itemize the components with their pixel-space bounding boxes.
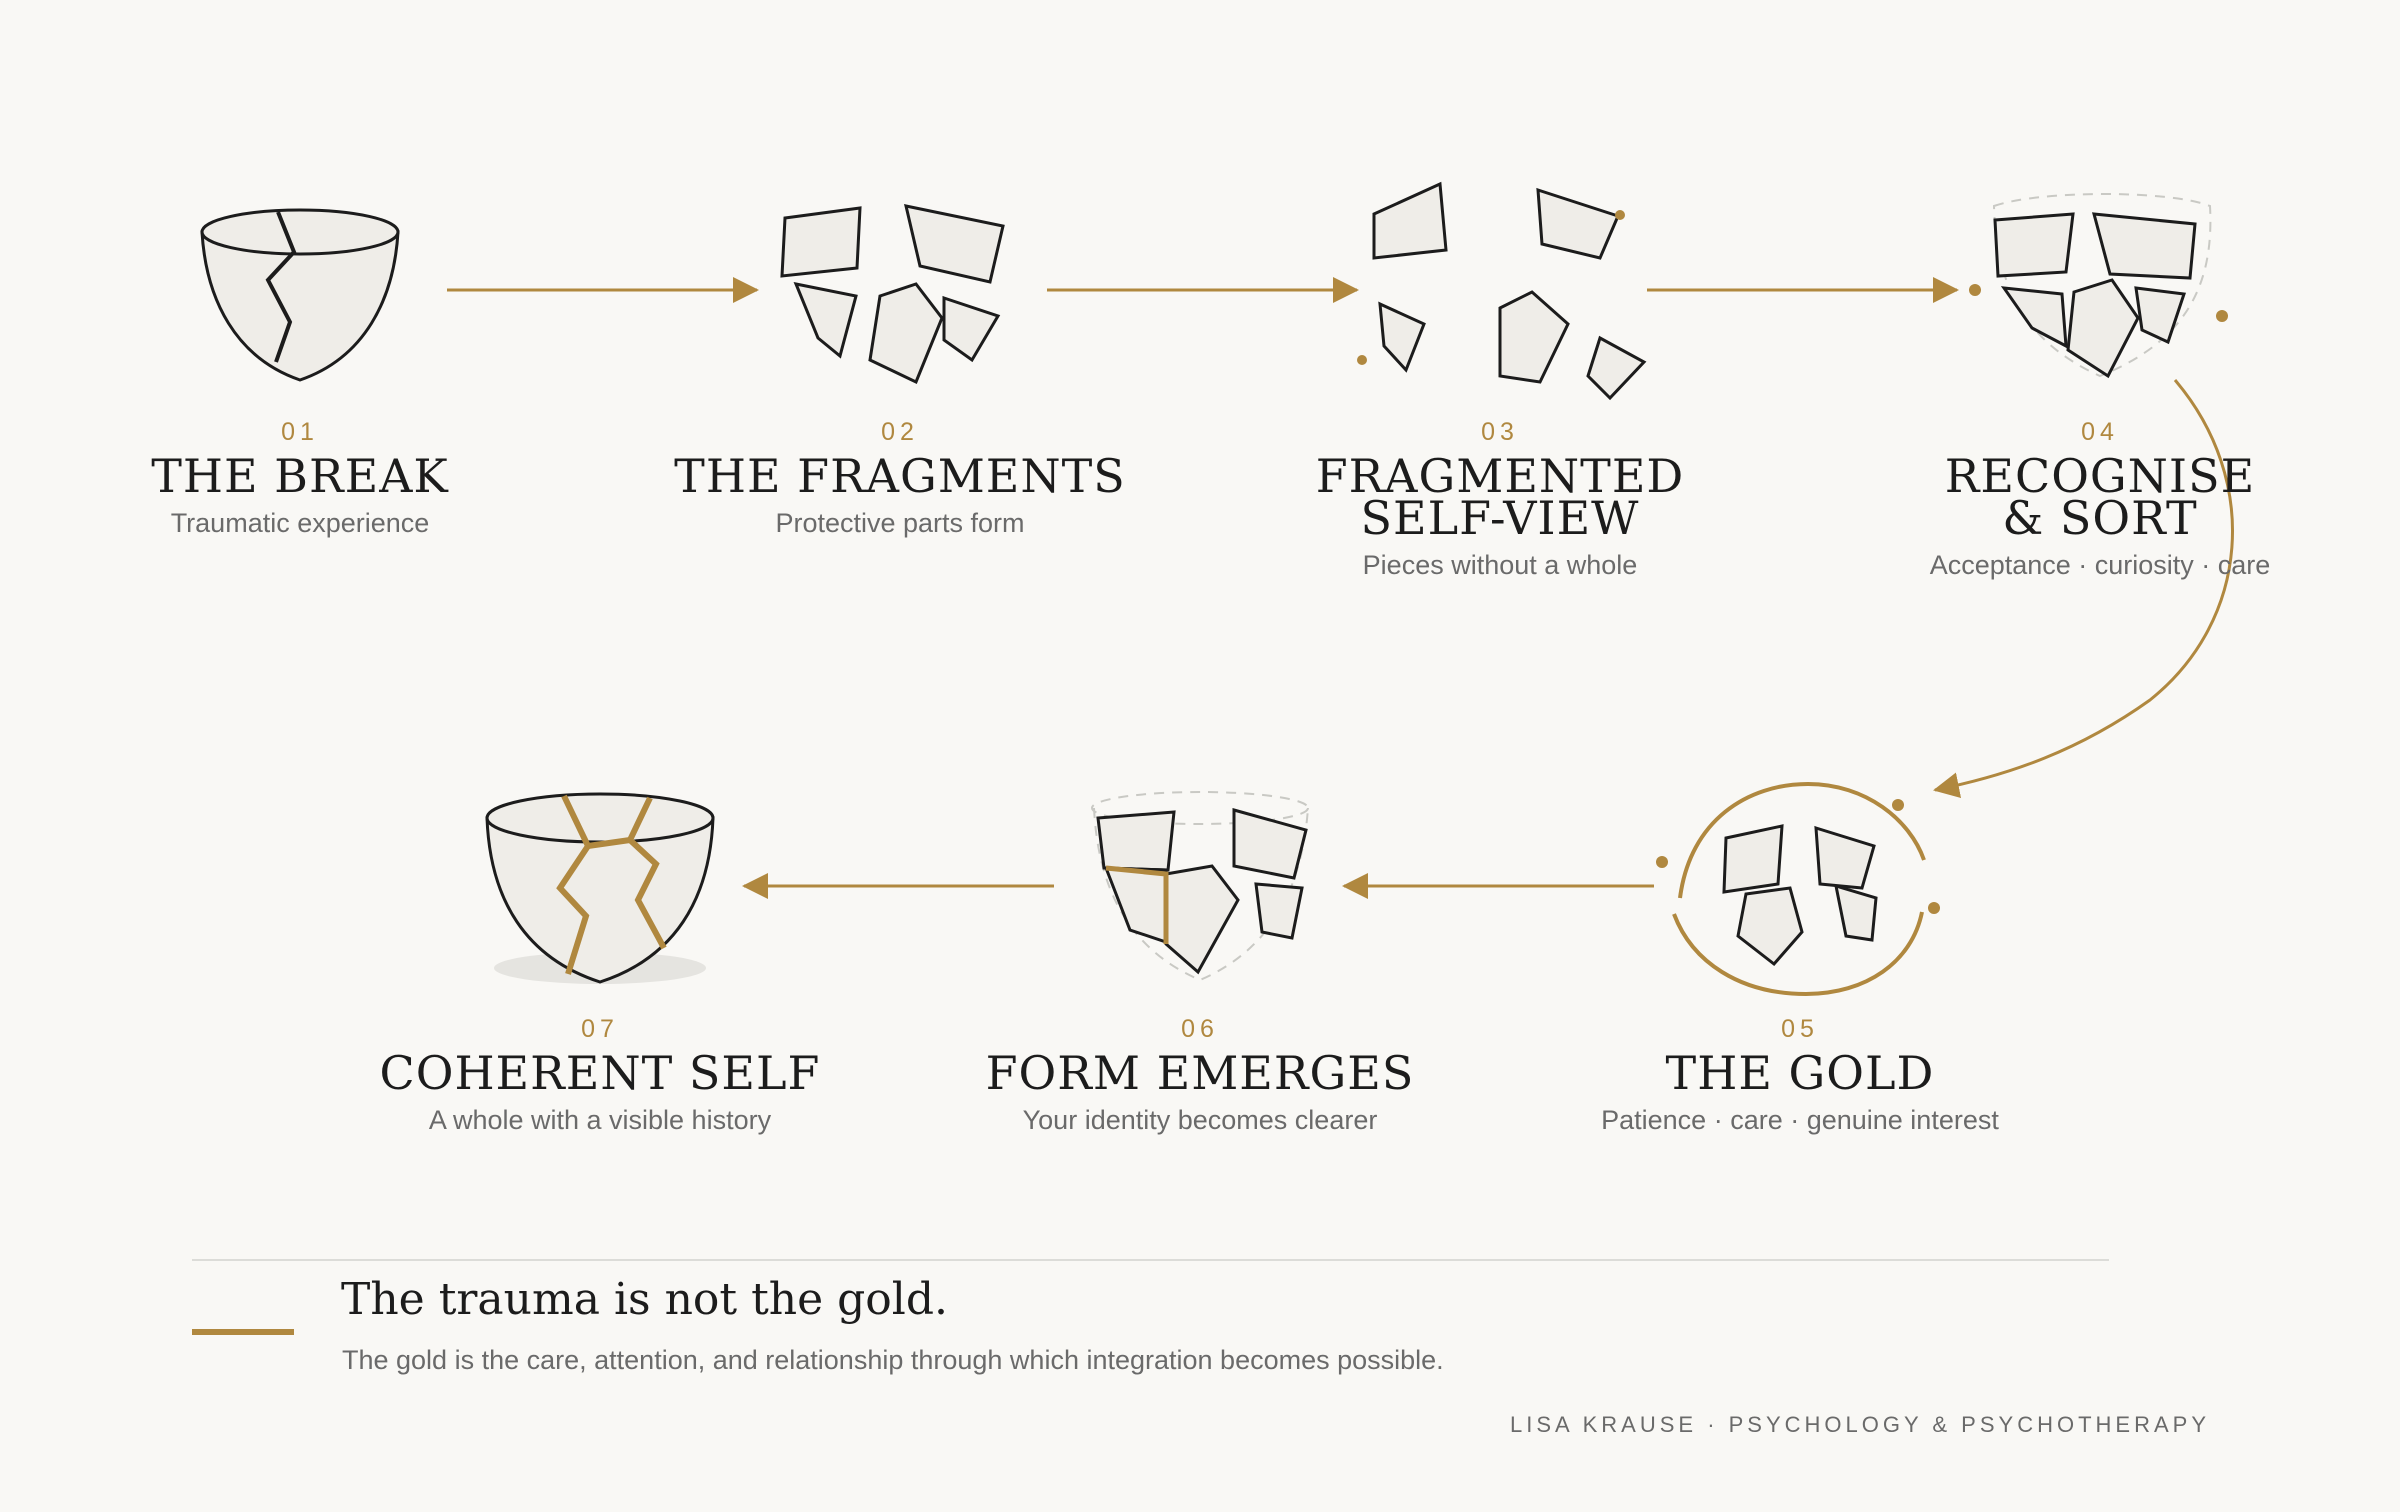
stage-2-label: 02 THE FRAGMENTS Protective parts form	[580, 417, 1220, 539]
stage-number: 02	[881, 418, 919, 446]
stage-title: COHERENT SELF	[379, 1046, 821, 1100]
stage-3-label: 03 FRAGMENTED SELF-VIEW Pieces without a…	[1180, 417, 1820, 581]
stage-4-label: 04 RECOGNISE & SORT Acceptance · curiosi…	[1780, 417, 2400, 581]
gold-accent-line	[192, 1329, 294, 1335]
stage-subtitle: Your identity becomes clearer	[1022, 1105, 1378, 1135]
stage-title: FRAGMENTED SELF-VIEW	[1180, 449, 1820, 545]
stage-title-line-2: SELF-VIEW	[1360, 491, 1640, 545]
tagline-subtitle: The gold is the care, attention, and rel…	[342, 1345, 1444, 1375]
stage-5-label: 05 THE GOLD Patience · care · genuine in…	[1480, 1014, 2120, 1136]
stage-number: 01	[281, 418, 319, 446]
stage-title: FORM EMERGES	[985, 1046, 1415, 1100]
stage-title: THE BREAK	[151, 449, 449, 503]
stage-number: 04	[2081, 418, 2119, 446]
stage-subtitle: Acceptance · curiosity · care	[1929, 550, 2271, 580]
stage-number: 06	[1181, 1015, 1219, 1043]
scattered-fragments-icon	[1357, 181, 1647, 401]
kintsugi-bowl-icon	[485, 792, 715, 984]
divider	[192, 1259, 2109, 1261]
stage-number: 05	[1781, 1015, 1819, 1043]
stage-number: 03	[1481, 418, 1519, 446]
credit: LISA KRAUSE · PSYCHOLOGY & PSYCHOTHERAPY	[1510, 1412, 2210, 1437]
stage-title-line-2: & SORT	[2002, 491, 2198, 545]
stage-subtitle: Patience · care · genuine interest	[1601, 1105, 1999, 1135]
stage-subtitle: Pieces without a whole	[1362, 550, 1638, 580]
fragments-icon	[780, 204, 1005, 385]
sorting-fragments-icon	[1969, 193, 2228, 379]
stage-7-label: 07 COHERENT SELF A whole with a visible …	[280, 1014, 920, 1136]
stage-1-label: 01 THE BREAK Traumatic experience	[0, 417, 620, 539]
gold-ring-fragments-icon	[1656, 781, 1940, 997]
stage-title: THE GOLD	[1665, 1046, 1935, 1100]
tagline-title: The trauma is not the gold.	[341, 1274, 948, 1325]
stage-6-label: 06 FORM EMERGES Your identity becomes cl…	[880, 1014, 1520, 1136]
stage-title-line-1: RECOGNISE	[1944, 449, 2256, 503]
emerging-form-icon	[1091, 791, 1309, 982]
stage-number: 07	[581, 1015, 619, 1043]
stage-title: THE FRAGMENTS	[674, 449, 1126, 503]
arrow-4-to-5	[1933, 379, 2234, 799]
stage-title: RECOGNISE & SORT	[1780, 449, 2400, 545]
stage-subtitle: Protective parts form	[775, 508, 1025, 538]
stage-title-line-1: FRAGMENTED	[1315, 449, 1685, 503]
cracked-bowl-icon	[200, 208, 400, 382]
stage-subtitle: A whole with a visible history	[428, 1105, 772, 1135]
stage-subtitle: Traumatic experience	[170, 508, 430, 538]
